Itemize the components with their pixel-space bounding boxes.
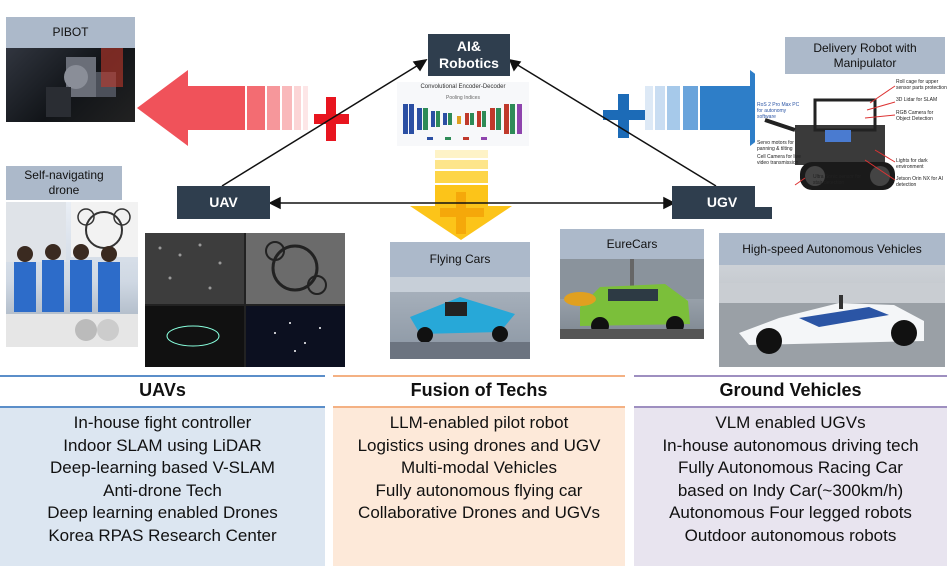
ground-item: In-house autonomous driving tech xyxy=(662,435,919,455)
robot-callout-7: Cell Camera for live video transmission xyxy=(757,154,801,166)
ground-list: VLM enabled UGVs In-house autonomous dri… xyxy=(634,408,947,566)
uavs-item: Deep-learning based V-SLAM xyxy=(50,458,275,477)
uavs-top-line xyxy=(0,375,325,377)
ground-heading: Ground Vehicles xyxy=(719,379,862,400)
robot-callout-5: Jetson Orin NX for AI detection xyxy=(896,176,943,188)
ground-item: Outdoor autonomous robots xyxy=(684,525,897,545)
uavs-item: Korea RPAS Research Center xyxy=(48,525,277,545)
robot-callout-1: Roll cage for upper sensor parts protect… xyxy=(896,79,947,91)
eurecars-photo xyxy=(560,229,704,339)
ground-item: Fully Autonomous Racing Car xyxy=(678,458,903,477)
encoder-decoder-layers xyxy=(403,104,522,140)
robot-callout-6: Ultra Sonic sensor for stair detection xyxy=(813,174,862,186)
robot-callout-4: Lights for dark environment xyxy=(896,158,928,170)
ground-item: Autonomous Four legged robots xyxy=(669,503,912,522)
delivery-robot-label: Delivery Robot with Manipulator xyxy=(785,37,945,74)
fusion-divider xyxy=(333,406,625,408)
fusion-heading: Fusion of Techs xyxy=(410,379,548,400)
fusion-item: Logistics using drones and UGV xyxy=(357,435,601,455)
encoder-decoder-subtitle: Pooling Indices xyxy=(446,95,480,101)
ground-item: based on Indy Car(~300km/h) xyxy=(677,480,904,500)
uavs-divider xyxy=(0,406,325,408)
robot-callout-9: RoS 2 Pro Max PC for autonomy software xyxy=(757,102,800,120)
red-left-arrow xyxy=(137,70,349,146)
robot-callout-8: Servo motors for panning & tilting xyxy=(757,140,794,152)
ground-divider xyxy=(634,406,947,408)
robot-callout-2: 3D Lidar for SLAM xyxy=(896,97,938,103)
uavs-item: Deep learning enabled Drones xyxy=(47,503,278,522)
connector-lines xyxy=(221,58,717,210)
drone-team-photo xyxy=(6,202,138,347)
diagram-arrows xyxy=(137,58,800,240)
pibot-label: PIBOT xyxy=(6,17,135,48)
fusion-item: LLM-enabled pilot robot xyxy=(389,413,569,432)
eurecars-label: EureCars xyxy=(560,229,704,259)
drone-label: Self-navigating drone xyxy=(6,166,122,200)
encoder-decoder-title: Convolutional Encoder-Decoder xyxy=(420,84,506,90)
hsav-label: High-speed Autonomous Vehicles xyxy=(719,233,945,265)
ai-robotics-node: AI& Robotics xyxy=(428,34,510,76)
flying-cars-label: Flying Cars xyxy=(390,242,530,277)
uav-node: UAV xyxy=(177,186,270,219)
uavs-list: In-house fight controller Indoor SLAM us… xyxy=(0,408,325,566)
fusion-list: LLM-enabled pilot robot Logistics using … xyxy=(333,408,625,566)
uavs-item: In-house fight controller xyxy=(73,413,252,432)
ground-top-line xyxy=(634,375,947,377)
ground-item: VLM enabled UGVs xyxy=(715,413,866,432)
robot-callout-3: RGB Camera for Object Detection xyxy=(896,110,934,122)
encoder-decoder-figure: Convolutional Encoder-Decoder Pooling In… xyxy=(397,82,529,146)
uavs-heading: UAVs xyxy=(139,379,186,400)
yellow-down-arrow xyxy=(410,150,512,240)
fusion-item: Multi-modal Vehicles xyxy=(401,458,557,477)
fusion-item: Collaborative Drones and UGVs xyxy=(358,503,600,522)
uav-research-photos xyxy=(145,233,345,367)
fusion-item: Fully autonomous flying car xyxy=(375,480,583,500)
uavs-item: Indoor SLAM using LiDAR xyxy=(63,435,262,455)
delivery-robot-photo: Roll cage for upper sensor parts protect… xyxy=(755,70,948,207)
fusion-top-line xyxy=(333,375,625,377)
uavs-item: Anti-drone Tech xyxy=(103,480,222,500)
